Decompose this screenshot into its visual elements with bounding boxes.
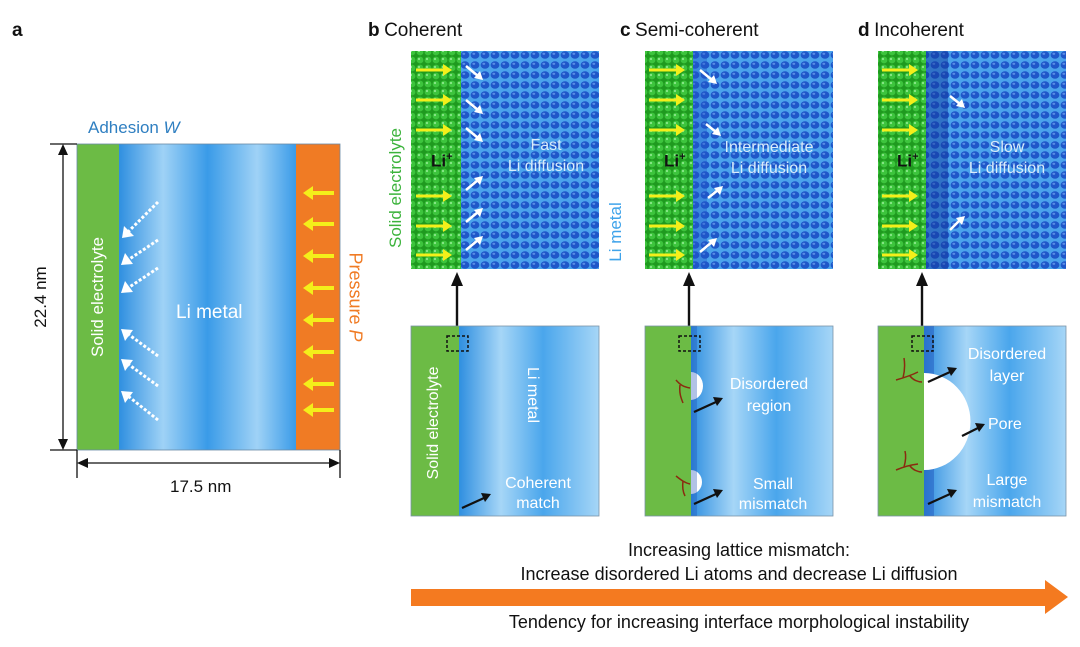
adhesion-symbol: W bbox=[163, 118, 180, 137]
panel-d-zoom-box bbox=[911, 335, 934, 352]
panel-d-label: d bbox=[858, 20, 870, 41]
panel-b-atomic-li bbox=[461, 51, 599, 269]
panel-c-li-ion-charge: + bbox=[679, 151, 686, 163]
panel-b-diffusion-text: Fast Li diffusion bbox=[493, 135, 599, 177]
panel-d-diffusion-line2: Li diffusion bbox=[968, 160, 1046, 177]
panel-d-atomic-li bbox=[926, 51, 1066, 269]
panel-d-diffusion-text: Slow Li diffusion bbox=[950, 137, 1064, 179]
panel-d-li-ion-charge: + bbox=[912, 151, 919, 163]
panel-b-zoom-box bbox=[446, 335, 469, 352]
panel-c-diffusion-text: Intermediate Li diffusion bbox=[707, 137, 831, 179]
pressure-label: Pressure P bbox=[345, 252, 366, 341]
pressure-arrows bbox=[303, 186, 334, 417]
li-ion-arrows bbox=[416, 64, 918, 261]
panel-b-lower-li-metal-text: Li metal bbox=[524, 366, 541, 424]
panel-a-electrolyte-text-span: Solid electrolyte bbox=[88, 236, 107, 358]
height-label-text: 22.4 nm bbox=[31, 266, 50, 328]
panel-b-interface-li bbox=[459, 326, 599, 516]
panel-a-pressure-bar bbox=[296, 144, 340, 450]
trend-caption-line1: Increasing lattice mismatch: bbox=[627, 540, 851, 560]
panel-c-li-ion: Li bbox=[664, 151, 680, 171]
trend-caption-line3: Tendency for increasing interface morpho… bbox=[508, 612, 970, 632]
panel-c-mismatch-text: Small mismatch bbox=[718, 475, 828, 515]
panel-d-interface-electrolyte bbox=[878, 326, 924, 516]
panel-b-match-text: Coherent match bbox=[486, 474, 590, 514]
atomic-electrolyte-vertical-text: Solid electrolyte bbox=[386, 127, 405, 249]
panel-b-lower-electrolyte-text: Solid electrolyte bbox=[425, 366, 442, 480]
panel-c-disordered-line2: region bbox=[746, 398, 792, 415]
panel-b-diffusion-line1: Fast bbox=[530, 137, 562, 154]
panel-c-header: c Semi-coherent bbox=[620, 20, 759, 42]
height-dimension bbox=[50, 143, 77, 451]
atomic-li-metal-vertical-text: Li metal bbox=[606, 202, 625, 262]
panel-d-title: Incoherent bbox=[874, 20, 964, 41]
panel-d-pore bbox=[924, 373, 971, 470]
panel-b-li-ion: Li bbox=[431, 151, 447, 171]
panel-a-electrolyte-text: Solid electrolyte bbox=[88, 237, 108, 357]
panel-a-li-metal-label: Li metal bbox=[176, 302, 243, 323]
panel-d-pore-text: Pore bbox=[988, 416, 1022, 433]
panel-d-mismatch-line1: Large bbox=[986, 472, 1028, 489]
panel-b-interface-electrolyte bbox=[411, 326, 459, 516]
width-label: 17.5 nm bbox=[170, 477, 232, 496]
adhesion-arrows bbox=[121, 200, 160, 422]
panel-c-zoom-box bbox=[678, 335, 701, 352]
panel-a-li-metal bbox=[119, 144, 296, 450]
panel-b-diffusion-line2: Li diffusion bbox=[507, 158, 585, 175]
panel-c-title: Semi-coherent bbox=[635, 20, 759, 41]
panel-d-mismatch-text: Large mismatch bbox=[952, 470, 1062, 514]
panel-c-disordered-line1: Disordered bbox=[729, 376, 809, 393]
panel-b-atomic-electrolyte bbox=[411, 51, 461, 269]
panel-b-lower-electrolyte-label: Solid electrolyte bbox=[425, 367, 443, 480]
pressure-prefix: Pressure bbox=[345, 252, 366, 330]
panel-d-disordered-line1: Disordered bbox=[967, 346, 1047, 363]
panel-b-lower-li-metal-label: Li metal bbox=[523, 367, 541, 423]
height-label: 22.4 nm bbox=[31, 266, 51, 327]
panel-b-li-ion-label: Li+ bbox=[431, 151, 453, 172]
adhesion-label: Adhesion W bbox=[88, 118, 180, 138]
panel-b-title: Coherent bbox=[384, 20, 463, 41]
panel-c-diffusion-line2: Li diffusion bbox=[730, 160, 808, 177]
panel-c-atomic-electrolyte bbox=[645, 51, 693, 269]
panel-c-label: c bbox=[620, 20, 631, 41]
panel-c-mismatch-line1: Small bbox=[752, 476, 793, 493]
panel-d-disordered-text: Disordered layer bbox=[952, 344, 1062, 388]
panel-d-li-ion-label: Li+ bbox=[897, 151, 919, 172]
panel-c-disordered-region bbox=[691, 372, 703, 400]
panel-b-match-line2: match bbox=[516, 495, 560, 512]
callout-arrows bbox=[461, 367, 985, 510]
panel-c-atomic-li bbox=[693, 51, 833, 269]
panel-d-header: d Incoherent bbox=[858, 20, 964, 42]
panel-c-small-void bbox=[691, 470, 702, 494]
trend-arrow-head bbox=[1045, 580, 1068, 614]
trend-caption-line2: Increase disordered Li atoms and decreas… bbox=[520, 564, 958, 584]
panel-c-diffusion-line1: Intermediate bbox=[724, 139, 814, 156]
atomic-electrolyte-vertical-label: Solid electrolyte bbox=[386, 128, 406, 248]
panel-d-mismatch-line2: mismatch bbox=[972, 494, 1042, 511]
diffusion-arrows bbox=[465, 65, 965, 253]
panel-b-header: b Coherent bbox=[368, 20, 462, 42]
panel-c-interface-electrolyte bbox=[645, 326, 691, 516]
panel-b-label: b bbox=[368, 20, 380, 41]
panel-d-disordered-line2: layer bbox=[989, 368, 1025, 385]
panel-d-diffusion-line1: Slow bbox=[989, 139, 1025, 156]
width-dimension bbox=[76, 450, 341, 478]
panel-c-interface-li bbox=[691, 326, 833, 516]
panel-b-match-line1: Coherent bbox=[505, 475, 571, 492]
panel-a-electrolyte bbox=[77, 144, 119, 450]
adhesion-prefix: Adhesion bbox=[88, 118, 164, 137]
panel-d-li-ion: Li bbox=[897, 151, 913, 171]
panel-a-label: a bbox=[12, 20, 23, 41]
pressure-symbol: P bbox=[345, 329, 366, 342]
panel-c-mismatch-line2: mismatch bbox=[738, 496, 808, 513]
panel-b-li-ion-charge: + bbox=[446, 151, 453, 163]
panel-d-atomic-electrolyte bbox=[878, 51, 926, 269]
panel-c-disordered-text: Disordered region bbox=[716, 374, 822, 418]
panel-c-li-ion-label: Li+ bbox=[664, 151, 686, 172]
trend-arrow-shaft bbox=[411, 589, 1047, 606]
atomic-li-metal-vertical-label: Li metal bbox=[606, 202, 626, 262]
